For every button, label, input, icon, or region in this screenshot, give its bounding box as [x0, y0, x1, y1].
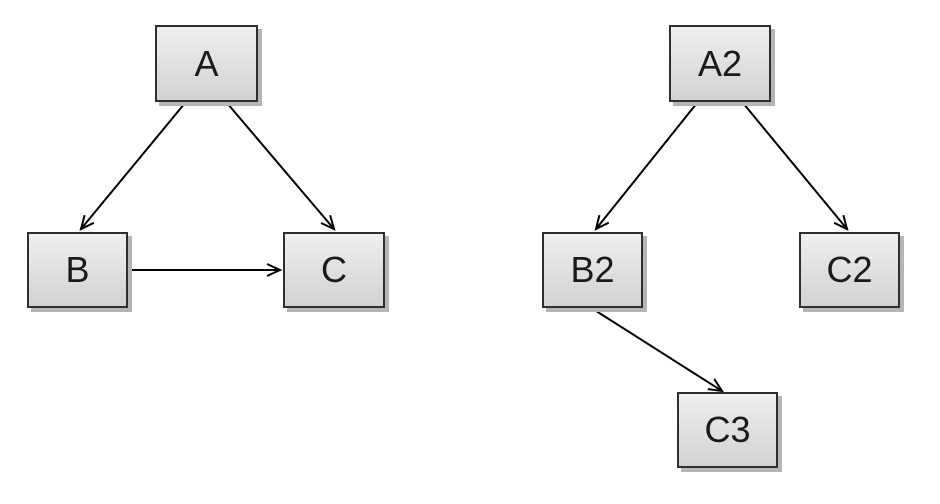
node-label-C: C [321, 249, 347, 290]
node-C3[interactable]: C3 [677, 392, 778, 468]
node-label-A2: A2 [697, 42, 743, 84]
node-label-B2: B2 [570, 249, 615, 290]
node-B[interactable]: B [27, 232, 128, 308]
node-label-B: B [65, 249, 90, 290]
node-B2[interactable]: B2 [542, 232, 643, 308]
node-C[interactable]: C [283, 232, 385, 308]
node-A[interactable]: A [155, 25, 258, 102]
edge-B2-to-C3[interactable] [592, 308, 725, 393]
node-label-C3: C3 [704, 409, 751, 450]
node-label-A: A [194, 42, 219, 84]
edge-A-to-B[interactable] [79, 102, 186, 231]
edge-A2-to-C2[interactable] [742, 102, 849, 231]
node-C2[interactable]: C2 [799, 232, 900, 308]
edge-A2-to-B2[interactable] [594, 102, 698, 231]
edge-A-to-C[interactable] [226, 102, 336, 231]
node-label-C2: C2 [826, 249, 873, 290]
node-A2[interactable]: A2 [669, 25, 771, 102]
